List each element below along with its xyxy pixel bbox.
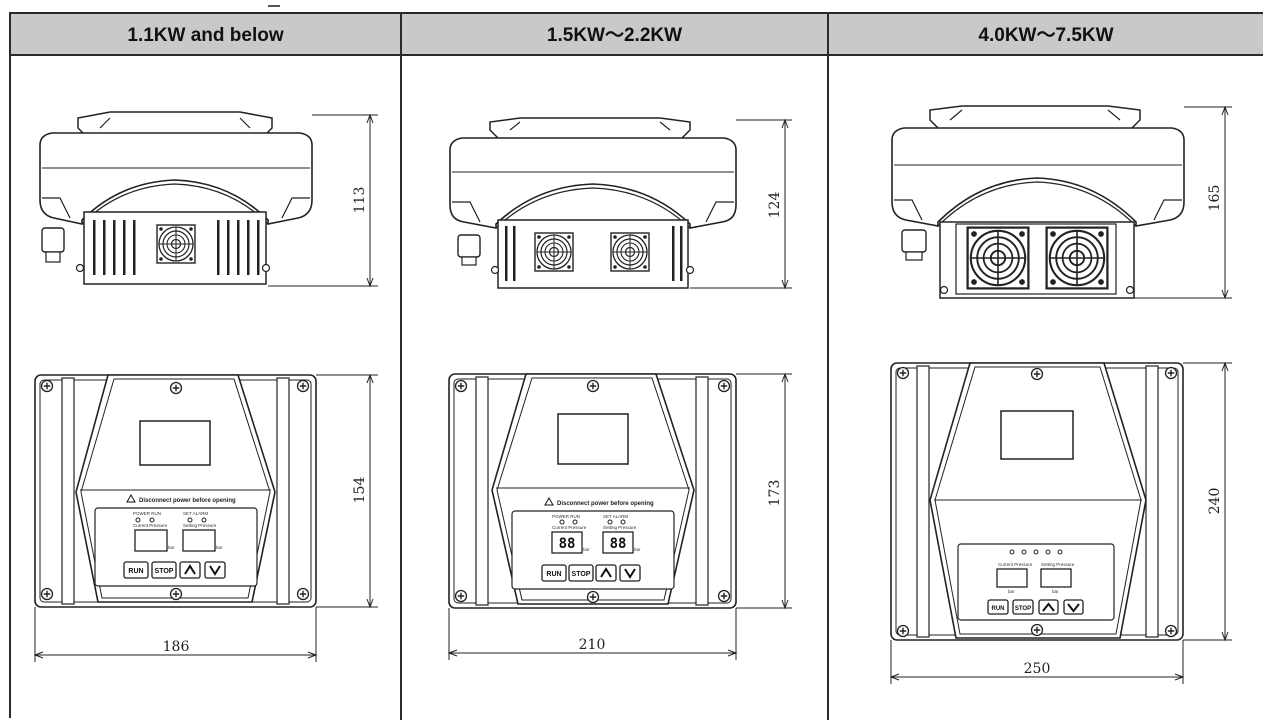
current-pressure-value-2: 88 (559, 536, 576, 552)
dim-front-width-3: 250 (1024, 661, 1051, 677)
setting-pressure-display-3 (1040, 568, 1072, 588)
dim-side-height-2: 124 (767, 192, 783, 219)
front-view-1: Disconnect power before opening POWER RU… (33, 373, 378, 662)
header-col-2: 1.5KW～2.2KW (546, 25, 683, 46)
warning-label-2: Disconnect power before opening (557, 501, 654, 507)
down-arrow-icon (209, 565, 221, 576)
setting-pressure-display-2 (602, 531, 634, 554)
stop-button-1 (151, 561, 177, 579)
stop-button-3 (1012, 599, 1034, 615)
stop-button-label-2: STOP (572, 571, 591, 578)
dim-front-height-1: 154 (352, 477, 368, 504)
stop-button-2 (568, 564, 594, 582)
run-button-label-1: RUN (128, 568, 143, 575)
dim-front-height-3: 240 (1207, 488, 1223, 515)
side-view-2: 124 (449, 117, 792, 290)
unit-left-2: bar (583, 547, 590, 552)
display-label-setting-2: Setting Pressure (603, 525, 637, 530)
warning-label-1: Disconnect power before opening (139, 498, 236, 504)
display-label-current-2: Current Pressure (552, 525, 587, 530)
unit-right-3: bar (1052, 589, 1059, 594)
run-button-label-3: RUN (992, 606, 1005, 612)
dim-front-height-2: 173 (767, 480, 783, 507)
setting-pressure-value-2: 88 (610, 536, 627, 552)
display-label-current-1: Current Pressure (133, 523, 168, 528)
dimension-table: 1.1KW and below 1.5KW～2.2KW 4.0KW～7.5KW (9, 12, 1263, 720)
dim-side-height-1: 113 (352, 187, 368, 214)
run-button-2 (541, 564, 567, 582)
front-view-2: Disconnect power before opening POWER RU… (447, 372, 792, 660)
dim-front-width-1: 186 (163, 639, 190, 655)
up-arrow-icon (600, 567, 612, 578)
up-arrow-icon (184, 564, 196, 575)
down-arrow-icon (1067, 603, 1080, 613)
up-arrow-icon (1042, 602, 1055, 612)
unit-left-1: bar (168, 545, 175, 550)
down-arrow-icon (624, 568, 636, 579)
current-pressure-display-2 (551, 531, 583, 554)
header-col-1: 1.1KW and below (127, 25, 284, 46)
side-view-3: 165 (891, 105, 1232, 300)
led-labels-right-2: SET ALARM (603, 514, 628, 519)
run-button-1 (123, 561, 149, 579)
side-view-1: 113 (39, 111, 378, 288)
current-pressure-display-3 (996, 568, 1028, 588)
display-label-setting-3: Setting Pressure (1041, 562, 1075, 567)
led-labels-left-1: POWER RUN (133, 511, 161, 516)
header-col-3: 4.0KW～7.5KW (978, 25, 1114, 46)
led-labels-right-1: SET ALARM (183, 511, 208, 516)
dim-front-width-2: 210 (579, 637, 606, 653)
unit-left-3: bar (1008, 589, 1015, 594)
column-divider-2 (827, 14, 829, 720)
display-label-current-3: Current Pressure (998, 562, 1033, 567)
led-labels-left-2: POWER RUN (552, 514, 580, 519)
column-divider-1 (400, 14, 402, 720)
dim-side-height-3: 165 (1207, 185, 1223, 212)
current-pressure-display-1 (134, 529, 168, 552)
table-header-row: 1.1KW and below 1.5KW～2.2KW 4.0KW～7.5KW (11, 14, 1263, 56)
scan-mark (268, 5, 280, 7)
unit-right-1: bar (216, 545, 223, 550)
stop-button-label-3: STOP (1015, 606, 1031, 612)
run-button-label-2: RUN (546, 571, 561, 578)
stop-button-label-1: STOP (155, 568, 174, 575)
display-label-setting-1: Setting Pressure (183, 523, 217, 528)
setting-pressure-display-1 (182, 529, 216, 552)
front-view-3: Current Pressure Setting Pressure bar ba… (889, 361, 1232, 684)
run-button-3 (987, 599, 1009, 615)
up-button-3 (1038, 599, 1059, 615)
unit-right-2: bar (634, 547, 641, 552)
